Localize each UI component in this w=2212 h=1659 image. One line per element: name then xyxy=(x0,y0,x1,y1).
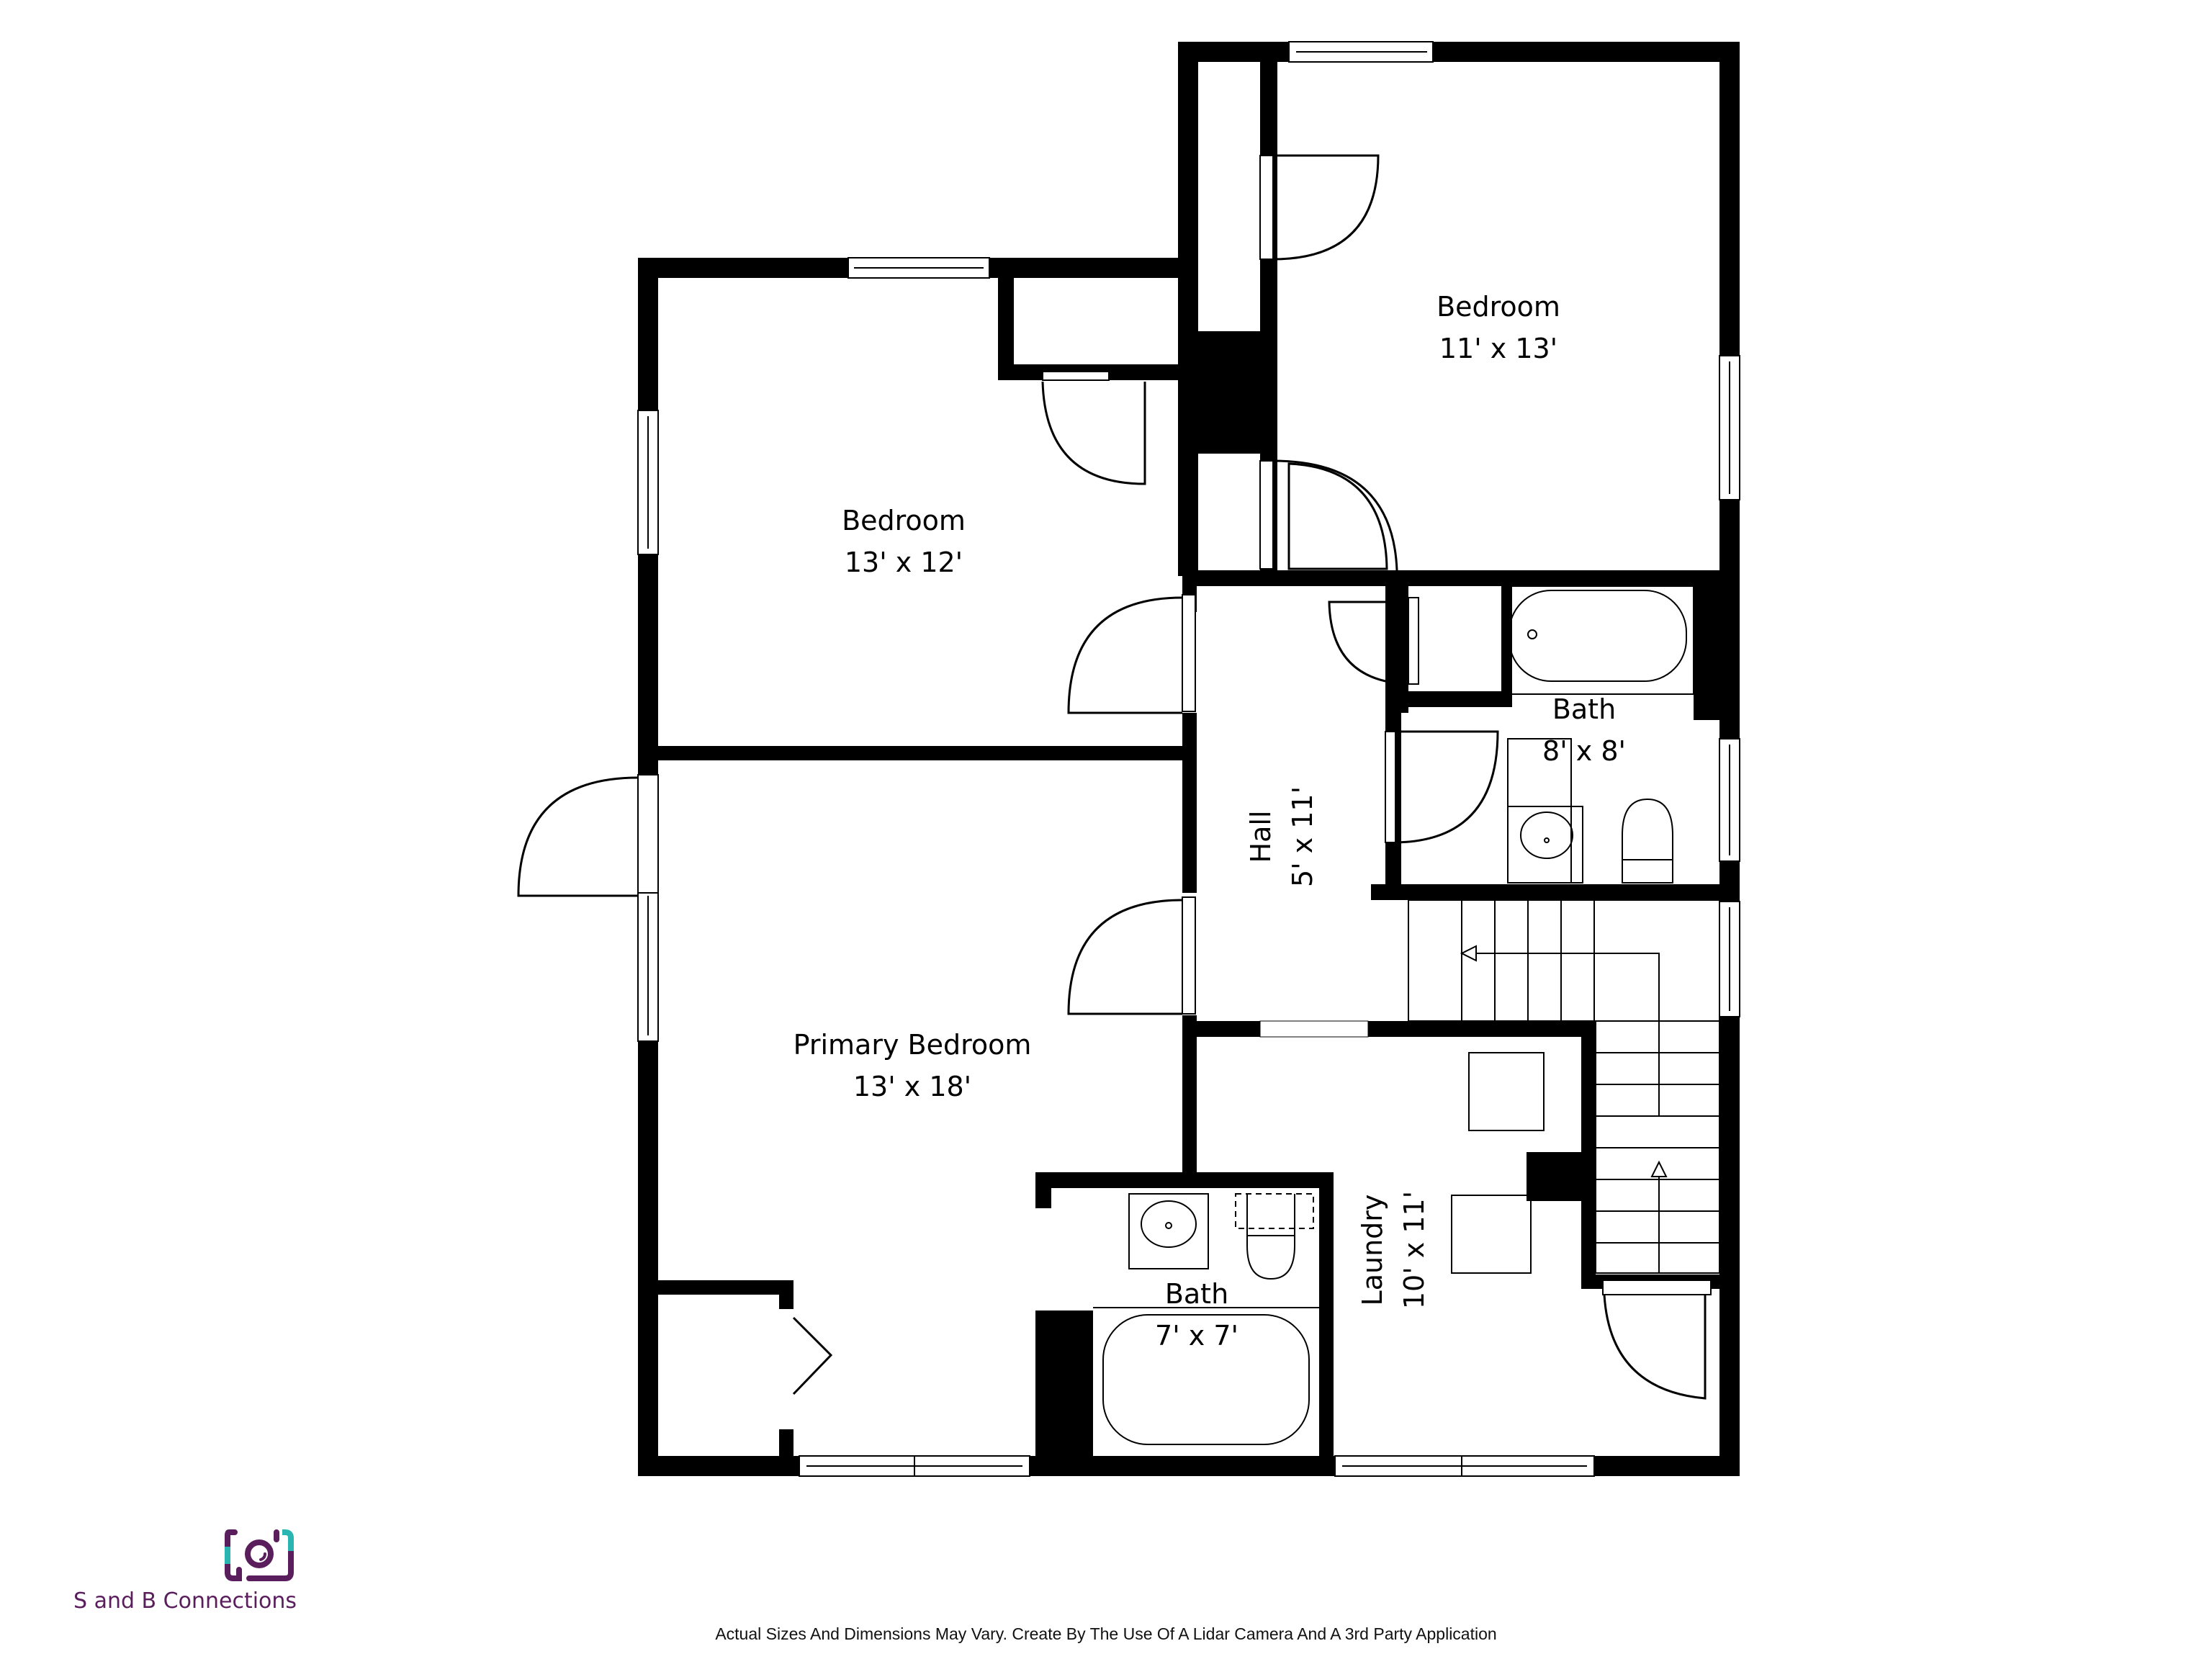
room-label-laundry: Laundry 10' x 11' xyxy=(1352,1191,1435,1309)
room-label-bath-lower: Bath 7' x 7' xyxy=(1155,1273,1238,1357)
company-name: S and B Connections xyxy=(73,1588,297,1614)
stairs xyxy=(1408,899,1720,1274)
room-size: 7' x 7' xyxy=(1155,1320,1238,1352)
room-size: 10' x 11' xyxy=(1398,1190,1430,1310)
windows xyxy=(637,41,1740,1477)
room-name: Bedroom xyxy=(1437,291,1560,323)
room-name: Bedroom xyxy=(842,505,966,536)
room-label-bath-upper: Bath 8' x 8' xyxy=(1542,688,1626,772)
room-label-hall: Hall 5' x 11' xyxy=(1240,786,1323,887)
room-size: 5' x 11' xyxy=(1287,786,1318,888)
room-label-bedroom-nw: Bedroom 13' x 12' xyxy=(842,500,966,583)
room-label-primary-bedroom: Primary Bedroom 13' x 18' xyxy=(793,1024,1032,1107)
room-name: Bath xyxy=(1164,1278,1229,1310)
doors xyxy=(517,154,1712,1400)
room-name: Hall xyxy=(1245,810,1277,863)
fixtures xyxy=(1093,585,1694,1445)
disclaimer-text: Actual Sizes And Dimensions May Vary. Cr… xyxy=(715,1624,1497,1643)
room-size: 13' x 18' xyxy=(853,1071,972,1102)
room-name: Bath xyxy=(1552,693,1617,725)
room-name: Laundry xyxy=(1357,1194,1388,1306)
room-size: 11' x 13' xyxy=(1439,333,1558,364)
camera-logo-icon xyxy=(225,1529,294,1581)
room-size: 13' x 12' xyxy=(844,547,963,578)
room-name: Primary Bedroom xyxy=(793,1029,1032,1061)
room-label-bedroom-ne: Bedroom 11' x 13' xyxy=(1437,286,1560,369)
room-size: 8' x 8' xyxy=(1542,735,1626,767)
